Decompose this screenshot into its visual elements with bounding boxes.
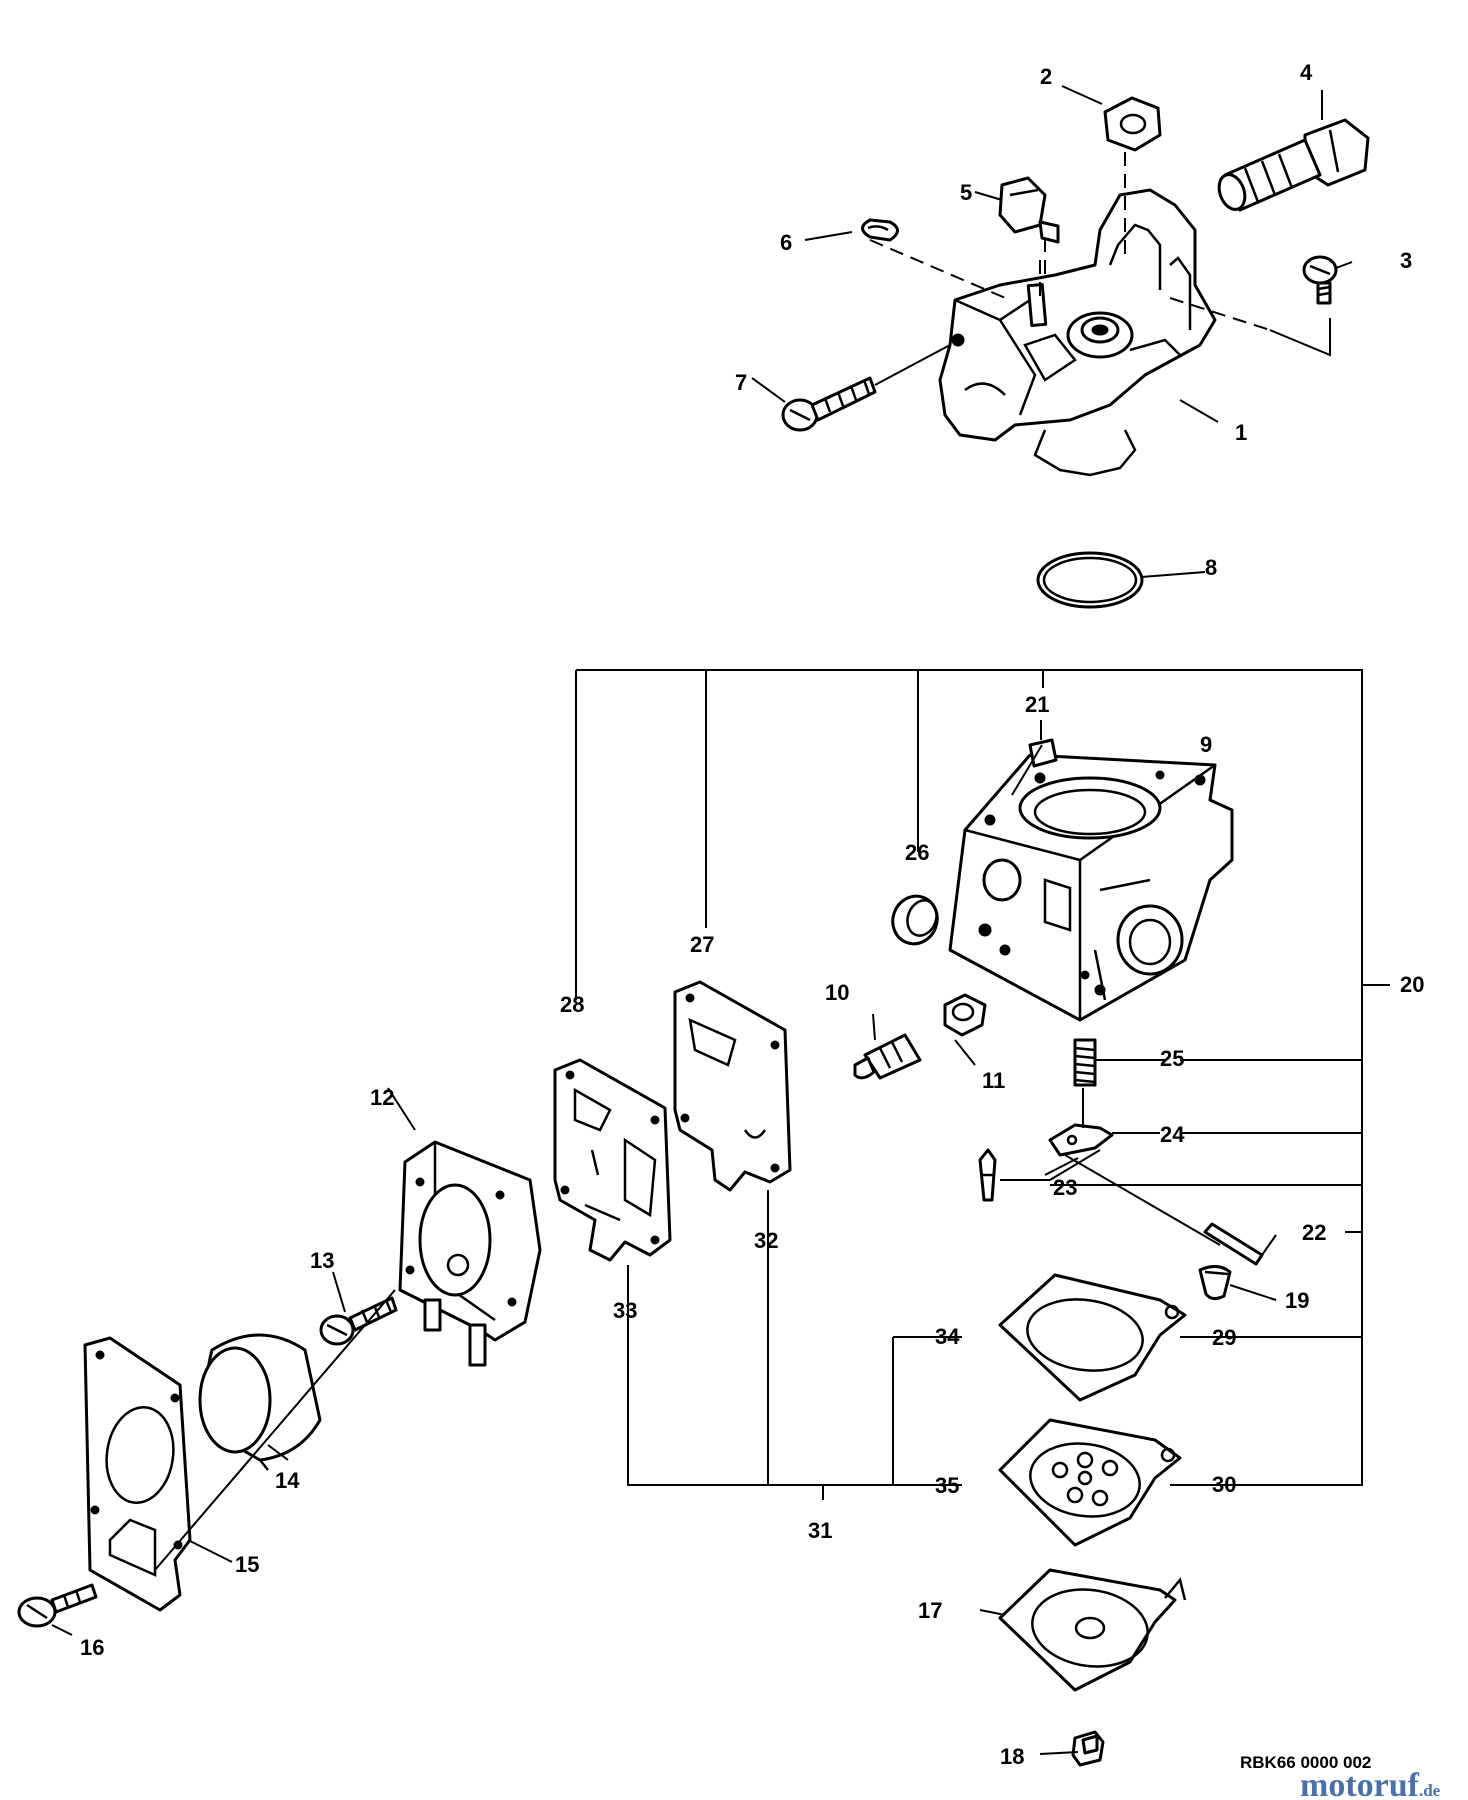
watermark-suffix: .de (1419, 1781, 1441, 1800)
part-3-screw (1302, 255, 1338, 305)
label-14: 14 (275, 1468, 300, 1493)
part-16-screw (17, 1583, 98, 1628)
part-9-carb-body (948, 753, 1234, 1022)
part-5-idle-screw (998, 176, 1060, 244)
label-27: 27 (690, 932, 714, 957)
part-21-plug (1028, 738, 1058, 768)
label-28: 28 (560, 992, 584, 1017)
label-20: 20 (1400, 972, 1424, 997)
part-27-gasket (673, 980, 792, 1192)
label-18: 18 (1000, 1744, 1024, 1769)
part-labels: 1 2 3 4 5 6 7 8 9 10 11 12 13 14 15 16 1… (80, 60, 1424, 1769)
part-4-adjust-screw (1217, 118, 1370, 212)
label-21: 21 (1025, 692, 1049, 717)
part-22-pin (1203, 1222, 1264, 1266)
part-30-diaphragm (998, 1418, 1182, 1547)
label-5: 5 (960, 180, 972, 205)
part-23-needle-valve (978, 1148, 997, 1202)
label-2: 2 (1040, 64, 1052, 89)
label-22: 22 (1302, 1220, 1326, 1245)
label-15: 15 (235, 1552, 259, 1577)
label-1: 1 (1235, 420, 1247, 445)
label-16: 16 (80, 1635, 104, 1660)
label-32: 32 (754, 1228, 778, 1253)
part-25-spring (1073, 1038, 1097, 1087)
leader-lines (51, 85, 1353, 1755)
part-11-plug-nut (943, 993, 987, 1037)
part-17-cover (998, 1568, 1187, 1692)
label-13: 13 (310, 1248, 334, 1273)
part-29-gasket (998, 1273, 1187, 1402)
label-35: 35 (935, 1473, 959, 1498)
part-19-screw (1198, 1265, 1232, 1301)
part-18-screw (1071, 1730, 1105, 1767)
watermark-brand: motoruf (1300, 1767, 1420, 1800)
label-3: 3 (1400, 248, 1412, 273)
part-12-pump-cover (398, 1140, 542, 1367)
part-28-gasket (553, 1058, 672, 1262)
label-26: 26 (905, 840, 929, 865)
label-6: 6 (780, 230, 792, 255)
label-31: 31 (808, 1518, 832, 1543)
part-6-clip (861, 218, 899, 242)
label-29: 29 (1212, 1325, 1236, 1350)
part-13-screw (319, 1296, 398, 1346)
part-24-lever (1048, 1123, 1114, 1157)
label-10: 10 (825, 980, 849, 1005)
label-11: 11 (982, 1068, 1005, 1093)
label-4: 4 (1300, 60, 1313, 85)
label-34: 34 (935, 1324, 960, 1349)
label-24: 24 (1160, 1122, 1185, 1147)
part-26-ring (891, 894, 939, 946)
part-14-primer-bulb (198, 1333, 322, 1471)
label-17: 17 (918, 1598, 942, 1623)
part-1-housing (938, 188, 1217, 477)
part-2-hex-nut (1103, 96, 1162, 152)
label-7: 7 (735, 370, 747, 395)
label-33: 33 (613, 1298, 637, 1323)
label-25: 25 (1160, 1046, 1184, 1071)
part-8-o-ring (1036, 551, 1144, 609)
label-12: 12 (370, 1085, 394, 1110)
alignment-lines (154, 152, 1331, 1571)
part-7-long-screw (781, 376, 877, 432)
label-30: 30 (1212, 1472, 1236, 1497)
label-9: 9 (1200, 732, 1212, 757)
diagram-code: RBK66 0000 002 (1240, 1753, 1371, 1772)
label-8: 8 (1205, 555, 1217, 580)
label-19: 19 (1285, 1288, 1309, 1313)
part-15-plate (83, 1336, 192, 1612)
part-10-needle (853, 1033, 922, 1080)
bracket-frame (575, 669, 1390, 1500)
label-23: 23 (1053, 1175, 1077, 1200)
watermark-logo: motoruf.de (1300, 1767, 1441, 1800)
